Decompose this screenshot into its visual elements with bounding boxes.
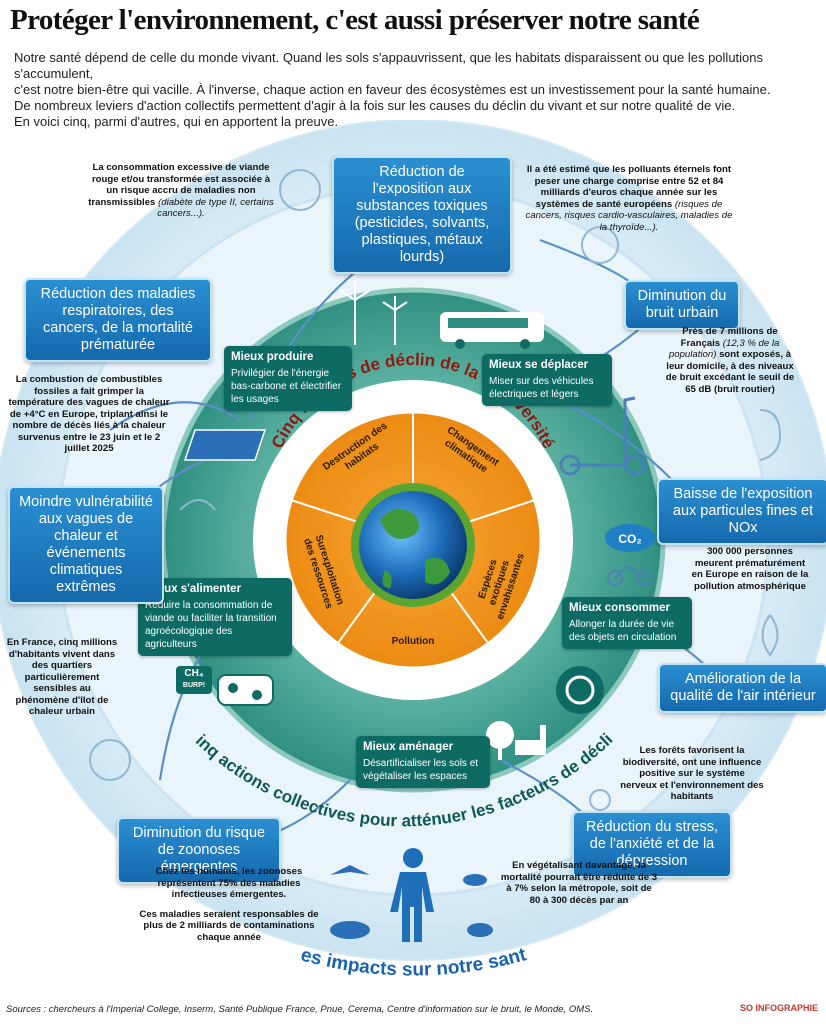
action-title: Mieux consommer (569, 602, 670, 614)
impact-maladies-respiratoires[interactable]: Réduction des maladies respiratoires, de… (24, 278, 212, 362)
publisher-logo: SO INFOGRAPHIE (739, 1003, 818, 1013)
note-pollution-atmospherique: 300 000 personnes meurent prématurément … (691, 546, 809, 592)
intro-line: c'est notre bien-être qui vacille. À l'i… (14, 82, 771, 97)
intro-line: De nombreux leviers d'action collectifs … (14, 98, 736, 113)
earth-continents (380, 508, 450, 588)
cow-icon (217, 674, 274, 706)
note-text: sont exposés, à leur domicile, à des niv… (665, 349, 795, 395)
bike-icon (607, 564, 653, 586)
recycle-icon (556, 666, 604, 714)
note-text: La consommation excessive de viande roug… (88, 162, 271, 208)
impact-particules-fines[interactable]: Baisse de l'exposition aux particules fi… (657, 478, 826, 545)
action-text: Allonger la durée de vie des objets en c… (569, 619, 677, 643)
action-mieux-amenager[interactable]: Mieux aménager Désartificialiser les sol… (356, 736, 490, 788)
impact-stress[interactable]: Réduction du stress, de l'anxiété et de … (572, 811, 732, 878)
sources-footer: Sources : chercheurs à l'Imperial Colleg… (6, 1004, 594, 1015)
action-title: Mieux se déplacer (489, 359, 589, 371)
impact-bruit-urbain[interactable]: Diminution du bruit urbain (624, 280, 740, 330)
note-text: Chez les humains, les zoonoses représent… (155, 866, 303, 900)
note-italic: (diabète de type II, certains cancers...… (157, 196, 274, 220)
note-polluants-eternels: Il a été estimé que les polluants éterne… (524, 164, 734, 233)
ch4-label: CH₄ (184, 668, 204, 679)
action-title: Mieux s'alimenter (145, 583, 242, 595)
impact-vagues-chaleur[interactable]: Moindre vulnérabilité aux vagues de chal… (8, 486, 164, 604)
bus-icon (440, 312, 544, 349)
impact-qualite-air[interactable]: Amélioration de la qualité de l'air inté… (658, 663, 826, 713)
note-ilot-chaleur: En France, cinq millions d'habitants viv… (6, 637, 118, 717)
note-combustibles-fossiles: La combustion de combustibles fossiles a… (8, 374, 170, 454)
intro-line: Notre santé dépend de celle du monde viv… (14, 50, 764, 81)
scooter-icon (559, 396, 646, 476)
note-text: Il a été estimé que les polluants éterne… (526, 164, 732, 210)
action-text: Réduire la consommation de viande ou fac… (145, 600, 277, 650)
note-bruit: Près de 7 millions de Français (12,3 % d… (664, 326, 796, 395)
action-mieux-se-deplacer[interactable]: Mieux se déplacer Miser sur des véhicule… (482, 354, 612, 406)
co2-label: CO₂ (618, 532, 641, 546)
burp-label: BURP! (182, 682, 206, 689)
action-mieux-produire[interactable]: Mieux produire Privilégier de l'énergie … (224, 346, 352, 411)
human-body-icon (390, 848, 434, 942)
intro-line: En voici cinq, parmi d'autres, qui en ap… (14, 114, 339, 129)
earth-icon (351, 483, 475, 607)
page-title: Protéger l'environnement, c'est aussi pr… (10, 4, 700, 36)
note-text: Ces maladies seraient responsables de pl… (139, 908, 319, 943)
animal-silhouettes-icon (330, 865, 493, 939)
factor-pollution: Pollution (391, 636, 435, 647)
action-title: Mieux produire (231, 351, 314, 363)
action-title: Mieux aménager (363, 741, 454, 753)
note-text: Près de 7 millions de Français (680, 326, 778, 349)
wind-turbine-icon (339, 282, 408, 345)
note-zoonoses: Chez les humains, les zoonoses représent… (136, 866, 322, 943)
impact-zoonoses[interactable]: Diminution du risque de zoonoses émergen… (117, 817, 281, 884)
action-text: Miser sur des véhicules électriques et l… (489, 376, 594, 400)
note-forets: Les forêts favorisent la biodiversité, o… (620, 745, 764, 802)
action-text: Désartificialiser les sols et végétalise… (363, 758, 479, 782)
ch4-badge: CH₄ BURP! (176, 666, 212, 694)
trees-icon (486, 721, 514, 760)
solar-panel-icon (183, 429, 267, 461)
note-italic: (12,3 % de la population) (668, 337, 780, 361)
excavator-icon (515, 725, 546, 755)
action-text: Privilégier de l'énergie bas-carbone et … (231, 368, 342, 405)
impact-substances-toxiques[interactable]: Réduction de l'exposition aux substances… (332, 156, 512, 274)
action-mieux-consommer[interactable]: Mieux consommer Allonger la durée de vie… (562, 597, 692, 649)
note-italic: (risques de cancers, risques cardio-vasc… (525, 198, 733, 233)
co2-cloud-icon (605, 524, 655, 552)
note-viande: La consommation excessive de viande roug… (86, 162, 276, 220)
intro-text: Notre santé dépend de celle du monde viv… (14, 50, 814, 130)
note-vegetaliser: En végétalisant davantage, la mortalité … (500, 860, 658, 906)
